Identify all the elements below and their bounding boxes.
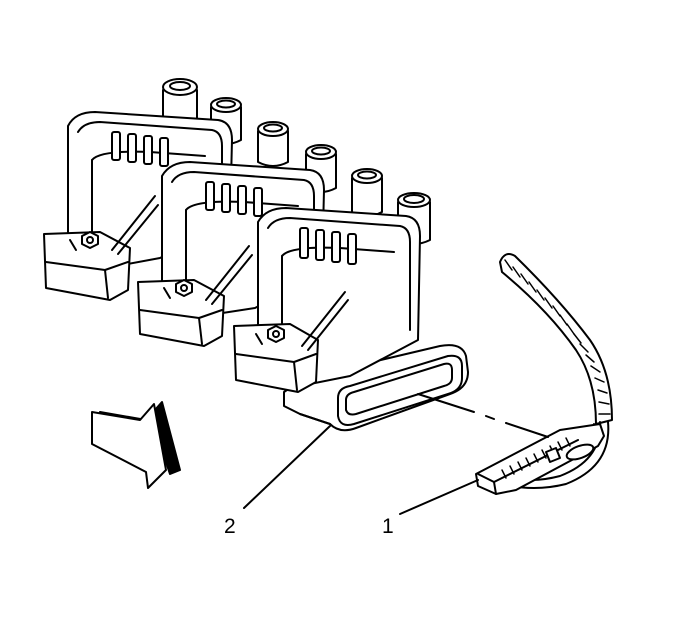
coil-connector <box>283 344 469 432</box>
alignment-line <box>417 393 549 438</box>
coil-pack-3 <box>233 207 421 393</box>
leader-line-1 <box>399 479 479 515</box>
tower-3 <box>257 121 289 167</box>
callout-1: 1 <box>382 515 394 538</box>
tower-5 <box>351 168 383 217</box>
leader-line-2 <box>243 425 331 509</box>
view-direction-arrow-icon <box>91 401 181 489</box>
harness-connector <box>475 253 613 495</box>
callout-2: 2 <box>224 515 236 538</box>
